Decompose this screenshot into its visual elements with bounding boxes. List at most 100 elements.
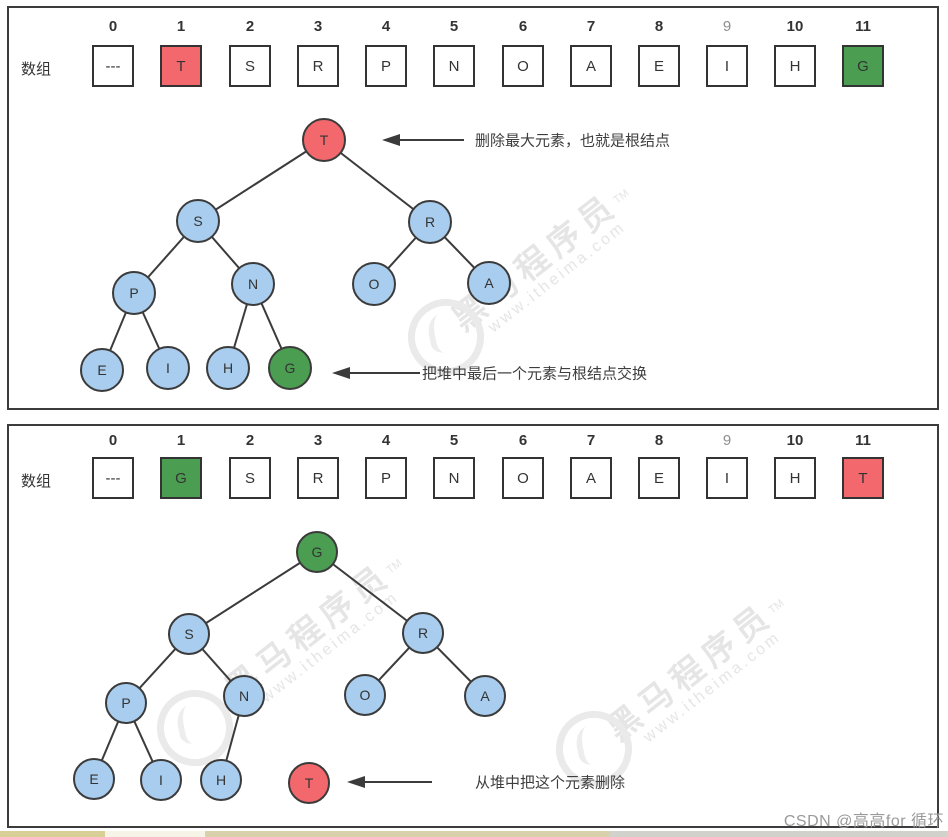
tree-node-A: A bbox=[467, 261, 511, 305]
tree-edge-G-S bbox=[188, 551, 318, 635]
array-index-6: 6 bbox=[518, 432, 528, 449]
array-cell-0: --- bbox=[92, 45, 134, 87]
array-index-9: 9 bbox=[722, 18, 732, 35]
array-index-0: 0 bbox=[108, 18, 118, 35]
tree-edge-T-R bbox=[323, 139, 431, 223]
bottom-strip-segment-3 bbox=[610, 831, 948, 837]
tree-node-R: R bbox=[408, 200, 452, 244]
tree-node-R: R bbox=[402, 612, 444, 654]
svg-text:O: O bbox=[369, 276, 380, 292]
tree-node-H: H bbox=[200, 759, 242, 801]
array-cell-1: G bbox=[160, 457, 202, 499]
array-index-7: 7 bbox=[586, 432, 596, 449]
svg-text:H: H bbox=[223, 360, 233, 376]
annotation-0: 从堆中把这个元素删除 bbox=[347, 775, 625, 792]
array-cell-5: N bbox=[433, 45, 475, 87]
tree-edge-T-S bbox=[197, 139, 325, 222]
array-cell-3: R bbox=[297, 457, 339, 499]
array-cell-9: I bbox=[706, 45, 748, 87]
bottom-strip-segment-1 bbox=[105, 831, 205, 837]
svg-text:P: P bbox=[121, 695, 130, 711]
array-index-4: 4 bbox=[381, 432, 391, 449]
array-cell-10: H bbox=[774, 457, 816, 499]
svg-text:H: H bbox=[216, 772, 226, 788]
array-index-8: 8 bbox=[654, 432, 664, 449]
array-index-11: 11 bbox=[855, 432, 871, 449]
heap-tree-step2: G S R P N O A E I H T 从堆中把这个元素删除 bbox=[73, 531, 625, 804]
tree-node-O: O bbox=[352, 262, 396, 306]
annotation-0: 删除最大元素，也就是根结点 bbox=[382, 133, 670, 150]
tree-node-H: H bbox=[206, 346, 250, 390]
tree-node-P: P bbox=[105, 682, 147, 724]
array-cell-1: T bbox=[160, 45, 202, 87]
array-index-0: 0 bbox=[108, 432, 118, 449]
tree-node-N: N bbox=[223, 675, 265, 717]
array-index-11: 11 bbox=[855, 18, 871, 35]
array-cell-4: P bbox=[365, 457, 407, 499]
tree-node-A: A bbox=[464, 675, 506, 717]
tree-node-G: G bbox=[296, 531, 338, 573]
array-index-9: 9 bbox=[722, 432, 732, 449]
tree-node-T: T bbox=[302, 118, 346, 162]
array-index-1: 1 bbox=[176, 432, 186, 449]
svg-text:A: A bbox=[484, 275, 494, 291]
arrow-left-icon bbox=[347, 776, 365, 788]
array-index-10: 10 bbox=[786, 432, 804, 449]
array-cell-8: E bbox=[638, 457, 680, 499]
svg-text:R: R bbox=[425, 214, 435, 230]
array-index-6: 6 bbox=[518, 18, 528, 35]
tree-edge-G-R bbox=[316, 551, 424, 634]
svg-text:E: E bbox=[89, 771, 98, 787]
tree-node-G: G bbox=[268, 346, 312, 390]
bottom-strip-segment-0 bbox=[0, 831, 105, 837]
svg-text:N: N bbox=[248, 276, 258, 292]
svg-text:I: I bbox=[159, 772, 163, 788]
tree-node-S: S bbox=[176, 199, 220, 243]
array-cell-9: I bbox=[706, 457, 748, 499]
svg-text:A: A bbox=[480, 688, 490, 704]
array-cell-8: E bbox=[638, 45, 680, 87]
svg-text:R: R bbox=[418, 625, 428, 641]
array-cell-10: H bbox=[774, 45, 816, 87]
svg-text:G: G bbox=[285, 360, 296, 376]
svg-text:P: P bbox=[129, 285, 138, 301]
tree-node-I: I bbox=[140, 759, 182, 801]
svg-text:T: T bbox=[305, 775, 314, 791]
svg-text:S: S bbox=[193, 213, 202, 229]
array-cell-2: S bbox=[229, 457, 271, 499]
tree-node-S: S bbox=[168, 613, 210, 655]
svg-text:N: N bbox=[239, 688, 249, 704]
array-index-10: 10 bbox=[786, 18, 804, 35]
array-label: 数组 bbox=[21, 61, 52, 78]
array-cell-11: G bbox=[842, 45, 884, 87]
tree-node-O: O bbox=[344, 674, 386, 716]
svg-text:O: O bbox=[360, 687, 371, 703]
array-cell-11: T bbox=[842, 457, 884, 499]
tree-node-N: N bbox=[231, 262, 275, 306]
arrow-left-icon bbox=[332, 367, 350, 379]
annotation-text: 把堆中最后一个元素与根结点交换 bbox=[422, 365, 647, 383]
array-index-7: 7 bbox=[586, 18, 596, 35]
array-label: 数组 bbox=[21, 473, 52, 490]
array-cell-0: --- bbox=[92, 457, 134, 499]
annotation-text: 从堆中把这个元素删除 bbox=[475, 775, 625, 792]
tree-node-T-detached: T bbox=[288, 762, 330, 804]
array-index-4: 4 bbox=[381, 18, 391, 35]
array-cell-7: A bbox=[570, 457, 612, 499]
array-index-2: 2 bbox=[245, 18, 255, 35]
tree-node-P: P bbox=[112, 271, 156, 315]
bottom-strip-segment-2 bbox=[205, 831, 610, 837]
annotation-1: 把堆中最后一个元素与根结点交换 bbox=[332, 365, 647, 383]
array-cell-6: O bbox=[502, 457, 544, 499]
array-index-3: 3 bbox=[313, 432, 323, 449]
array-cell-5: N bbox=[433, 457, 475, 499]
svg-text:T: T bbox=[320, 132, 329, 148]
array-index-3: 3 bbox=[313, 18, 323, 35]
tree-node-E: E bbox=[73, 758, 115, 800]
